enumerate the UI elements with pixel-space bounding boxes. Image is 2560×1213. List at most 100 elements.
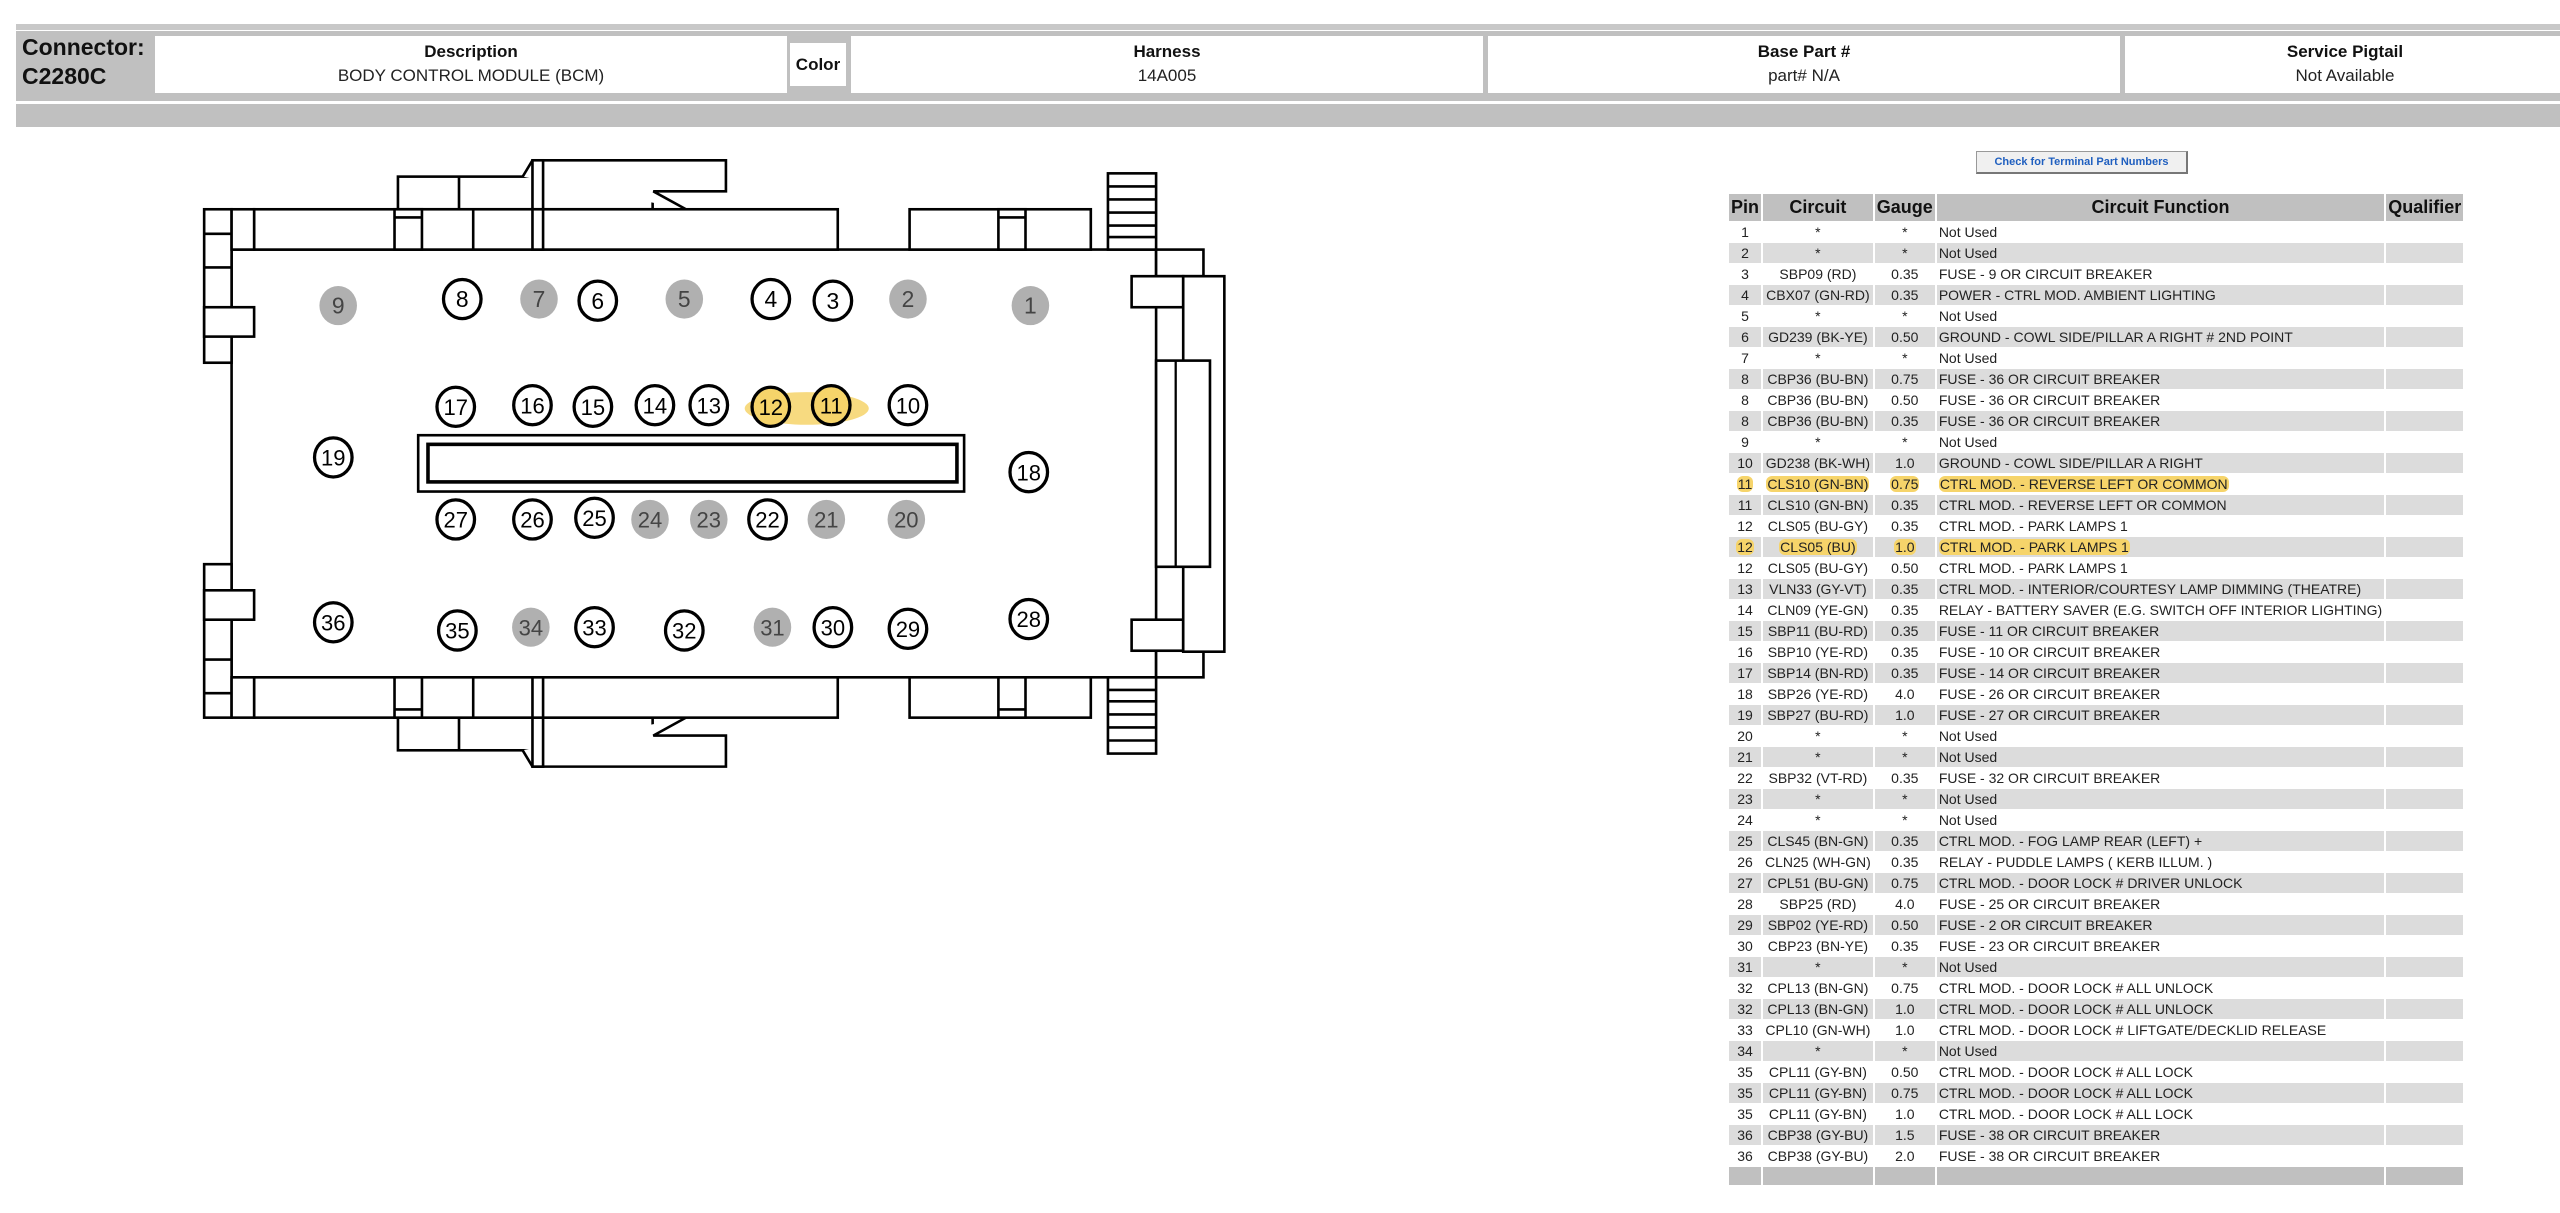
pin-12[interactable]: 12 xyxy=(750,385,792,429)
pin-cell: 23 xyxy=(1729,789,1762,810)
pin-6[interactable]: 6 xyxy=(577,279,619,322)
pin-3[interactable]: 3 xyxy=(812,279,854,322)
function-cell: Not Used xyxy=(1936,432,2385,453)
gauge-cell-text: 0.75 xyxy=(1891,1085,1919,1101)
gauge-cell-text: 0.35 xyxy=(1891,581,1919,597)
pin-14[interactable]: 14 xyxy=(634,383,676,427)
description-value: BODY CONTROL MODULE (BCM) xyxy=(337,66,605,85)
pin-cell: 35 xyxy=(1729,1083,1762,1104)
circuit-cell-text: * xyxy=(1815,959,1821,975)
pin-cell-text: 24 xyxy=(1737,812,1753,828)
pin-26[interactable]: 26 xyxy=(512,498,553,541)
pin-circle xyxy=(807,499,846,540)
pin-label: 34 xyxy=(519,615,544,640)
gauge-cell-text: 0.75 xyxy=(1891,980,1919,996)
pin-cell-text: 26 xyxy=(1737,854,1753,870)
pin-label: 35 xyxy=(445,619,470,644)
pin-18[interactable]: 18 xyxy=(1008,450,1050,494)
pin-36[interactable]: 36 xyxy=(312,601,354,644)
function-cell: GROUND - COWL SIDE/PILLAR A RIGHT xyxy=(1936,453,2385,474)
pin-1[interactable]: 1 xyxy=(1011,286,1050,326)
pin-7[interactable]: 7 xyxy=(520,279,558,319)
circuit-cell-text: CBP36 (BU-BN) xyxy=(1767,371,1869,387)
gauge-cell: 0.75 xyxy=(1874,369,1935,390)
gauge-cell: 0.35 xyxy=(1874,264,1935,285)
qualifier-cell xyxy=(2386,621,2464,642)
gauge-cell: 1.5 xyxy=(1874,1125,1935,1146)
gauge-cell: 1.0 xyxy=(1874,1020,1935,1041)
pin-21[interactable]: 21 xyxy=(807,499,846,540)
circuit-cell: CLN09 (YE-GN) xyxy=(1763,600,1873,621)
pin-15[interactable]: 15 xyxy=(572,385,614,429)
pin-cell: 34 xyxy=(1729,1041,1762,1062)
harness-label: Harness xyxy=(1133,42,1201,61)
function-cell-text: FUSE - 38 OR CIRCUIT BREAKER xyxy=(1938,1127,2161,1143)
pin-label: 30 xyxy=(821,615,846,640)
pin-30[interactable]: 30 xyxy=(812,605,854,649)
pin-27[interactable]: 27 xyxy=(435,498,477,541)
pin-circle xyxy=(750,277,792,321)
function-cell: FUSE - 36 OR CIRCUIT BREAKER xyxy=(1936,411,2385,432)
pin-label: 25 xyxy=(582,506,607,531)
pin-label: 19 xyxy=(321,446,346,471)
function-cell-text: FUSE - 25 OR CIRCUIT BREAKER xyxy=(1938,896,2161,912)
gauge-cell-text: * xyxy=(1902,728,1908,744)
top-divider xyxy=(16,24,2560,30)
circuit-cell: * xyxy=(1763,1041,1873,1062)
pin-22[interactable]: 22 xyxy=(747,498,788,541)
gauge-cell: 0.35 xyxy=(1874,495,1935,516)
pin-35[interactable]: 35 xyxy=(436,609,478,652)
pin-cell: 11 xyxy=(1729,474,1762,495)
pin-10[interactable]: 10 xyxy=(887,383,929,427)
pin-5[interactable]: 5 xyxy=(665,279,704,319)
pin-32[interactable]: 32 xyxy=(663,609,705,652)
pin-8[interactable]: 8 xyxy=(441,277,483,321)
circuit-cell: SBP02 (YE-RD) xyxy=(1763,915,1873,936)
gauge-cell-text: 0.50 xyxy=(1891,917,1919,933)
gauge-cell-text: 0.50 xyxy=(1891,329,1919,345)
qualifier-cell xyxy=(2386,705,2464,726)
pin-29[interactable]: 29 xyxy=(887,607,929,651)
pin-16[interactable]: 16 xyxy=(512,383,553,427)
pin-24[interactable]: 24 xyxy=(631,499,669,540)
pin-28[interactable]: 28 xyxy=(1008,597,1050,641)
function-cell-text: CTRL MOD. - REVERSE LEFT OR COMMON xyxy=(1938,476,2229,492)
pin-cell-text: 29 xyxy=(1737,917,1753,933)
circuit-cell: SBP25 (RD) xyxy=(1763,894,1873,915)
pin-20[interactable]: 20 xyxy=(887,499,926,540)
pin-17[interactable]: 17 xyxy=(435,385,477,429)
function-cell: RELAY - BATTERY SAVER (E.G. SWITCH OFF I… xyxy=(1936,600,2385,621)
pin-13[interactable]: 13 xyxy=(688,383,730,427)
gauge-cell-text: 0.35 xyxy=(1891,413,1919,429)
pin-cell-text: 31 xyxy=(1737,959,1753,975)
pin-circle xyxy=(435,498,477,541)
gauge-cell: 0.50 xyxy=(1874,390,1935,411)
pin-23[interactable]: 23 xyxy=(690,499,728,540)
qualifier-cell xyxy=(2386,831,2464,852)
function-cell-text: Not Used xyxy=(1938,224,1998,240)
pin-25[interactable]: 25 xyxy=(574,496,615,540)
check-terminal-part-numbers-button[interactable]: Check for Terminal Part Numbers xyxy=(1976,151,2188,174)
pin-cell-text: 6 xyxy=(1741,329,1749,345)
pin-33[interactable]: 33 xyxy=(574,605,615,649)
qualifier-cell xyxy=(2386,348,2464,369)
pin-cell-text: 1 xyxy=(1741,224,1749,240)
function-cell-text: Not Used xyxy=(1938,812,1998,828)
function-cell-text: FUSE - 32 OR CIRCUIT BREAKER xyxy=(1938,770,2161,786)
pin-19[interactable]: 19 xyxy=(312,436,354,479)
pin-cell: 21 xyxy=(1729,747,1762,768)
pin-11[interactable]: 11 xyxy=(810,383,852,427)
pin-34[interactable]: 34 xyxy=(512,607,550,647)
pin-31[interactable]: 31 xyxy=(753,607,792,647)
function-cell-text: FUSE - 26 OR CIRCUIT BREAKER xyxy=(1938,686,2161,702)
circuit-cell: CBP36 (BU-BN) xyxy=(1763,411,1873,432)
pin-9[interactable]: 9 xyxy=(319,286,357,326)
pin-4[interactable]: 4 xyxy=(750,277,792,321)
circuit-cell-text: CBP38 (GY-BU) xyxy=(1767,1127,1869,1143)
pin-2[interactable]: 2 xyxy=(889,279,927,319)
gauge-cell: 1.0 xyxy=(1874,537,1935,558)
pin-cell: 6 xyxy=(1729,327,1762,348)
base-part-label: Base Part # xyxy=(1757,42,1851,61)
pin-cell-text: 10 xyxy=(1737,455,1753,471)
